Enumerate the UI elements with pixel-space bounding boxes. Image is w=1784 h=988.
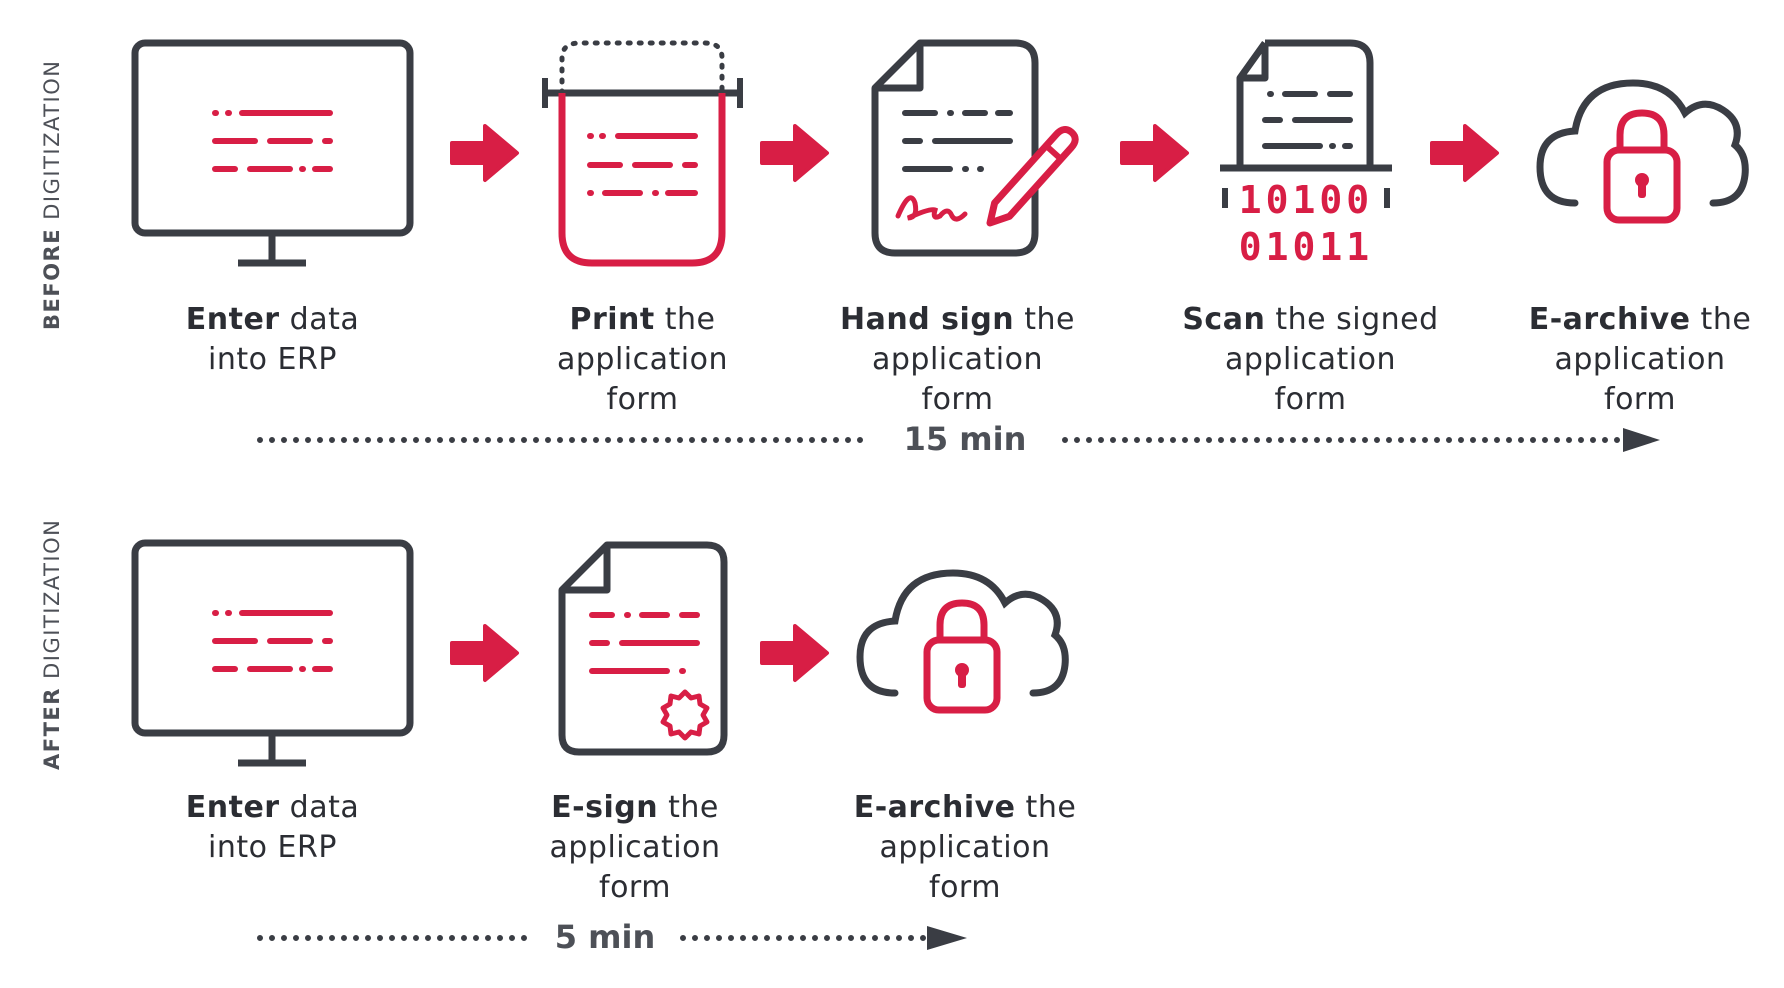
arrow-right-icon (450, 624, 519, 682)
step-caption: Print the application form (557, 302, 728, 417)
binary-row-2: 01011 (1239, 225, 1373, 268)
step-caption: Scan the signed application form (1182, 302, 1439, 417)
cloud-lock-icon (1536, 79, 1749, 224)
monitor-icon (131, 39, 414, 267)
arrow-right-icon (450, 124, 519, 182)
arrow-right-icon (1120, 124, 1189, 182)
step-caption: Hand sign the application form (840, 302, 1075, 417)
binary-row-1: 10100 (1239, 178, 1373, 222)
arrow-right-icon (760, 124, 829, 182)
step-caption: E-sign the application form (549, 790, 721, 905)
duration-after: 5 min (554, 918, 656, 956)
arrow-right-icon (1430, 124, 1499, 182)
before-digitization-label: BEFORE DIGITIZATION (40, 59, 64, 331)
printer-icon (542, 40, 743, 267)
cloud-lock-icon (856, 569, 1069, 714)
scanner-icon: 10100 01011 (1220, 39, 1392, 268)
timeline-before (257, 428, 1660, 452)
step-caption: E-archive the application form (853, 790, 1077, 905)
arrow-right-icon (760, 624, 829, 682)
signed-document-icon (871, 39, 1079, 257)
after-digitization-label: AFTER DIGITIZATION (40, 518, 64, 770)
step-caption: E-archive the application form (1528, 302, 1752, 417)
step-caption: Enter data into ERP (185, 302, 360, 377)
duration-before: 15 min (903, 420, 1027, 458)
e-signed-document-icon (558, 541, 728, 756)
step-caption: Enter data into ERP (185, 790, 360, 865)
timeline-after (257, 926, 967, 950)
monitor-icon (131, 539, 414, 767)
